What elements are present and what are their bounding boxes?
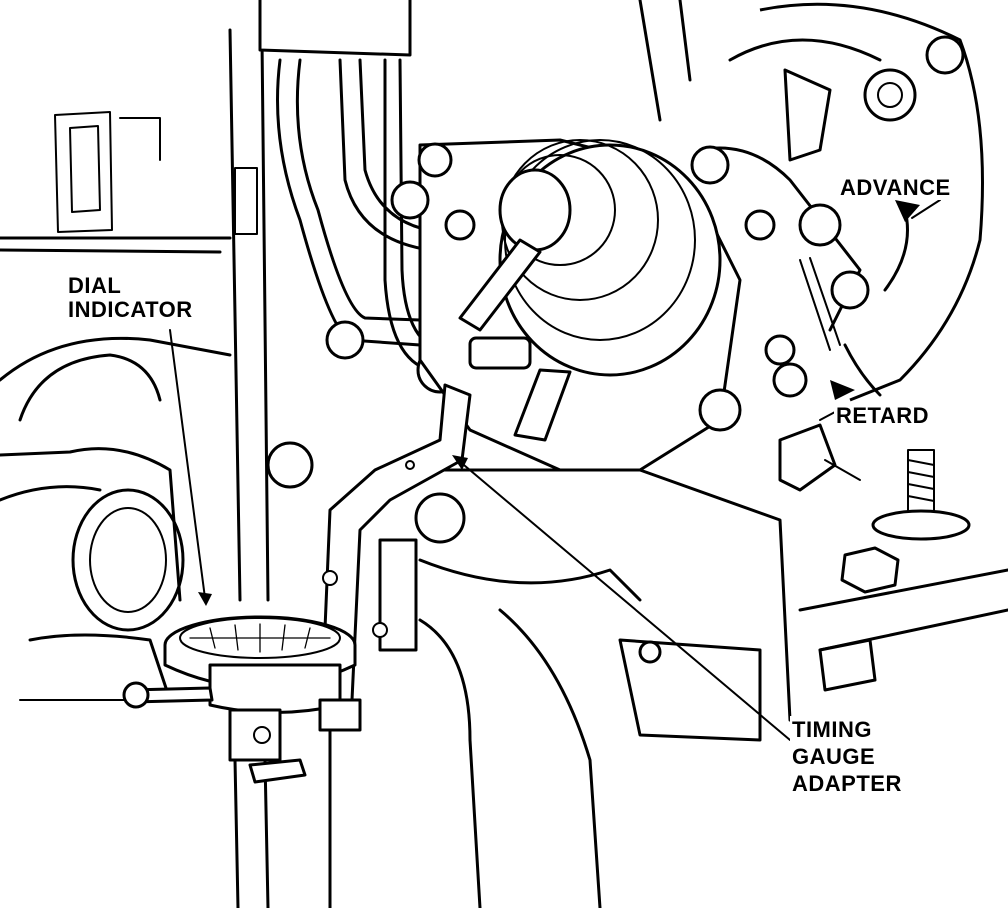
retard-leader — [819, 411, 836, 421]
dial-indicator-gauge — [122, 615, 362, 908]
retard-label: RETARD — [834, 403, 932, 428]
timing-gauge-label-line1: TIMING — [792, 717, 872, 742]
dial-indicator-leader — [169, 329, 206, 599]
timing-gauge-leader — [457, 459, 791, 741]
advance-leader — [911, 199, 941, 219]
timing-gauge-adapter — [320, 383, 472, 702]
advance-label: ADVANCE — [838, 175, 953, 200]
timing-gauge-label-line3: ADAPTER — [792, 771, 902, 796]
lower-housing — [266, 441, 792, 908]
engine-block-left — [0, 111, 232, 702]
dial-indicator-label: DIAL INDICATOR — [66, 274, 195, 322]
leader-lines — [169, 199, 941, 741]
timing-gauge-label-line2: GAUGE — [792, 744, 876, 769]
dial-indicator-label-line2: INDICATOR — [68, 297, 193, 322]
mounting-stud — [798, 449, 1008, 692]
support-rod — [228, 28, 270, 602]
governor-linkage — [638, 0, 984, 492]
dial-indicator-label-line1: DIAL — [68, 273, 122, 298]
timing-gauge-adapter-label: TIMING GAUGE ADAPTER — [790, 716, 904, 797]
